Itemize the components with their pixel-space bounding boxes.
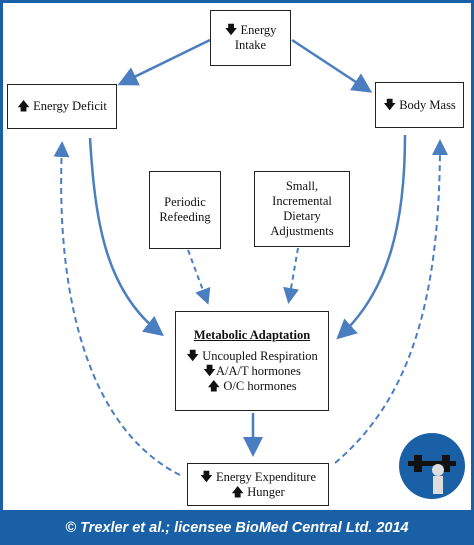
up-arrow-icon: 🡅	[231, 484, 245, 499]
copyright-text: © Trexler et al.; licensee BioMed Centra…	[65, 519, 409, 536]
arrow-adjustments-to-metabolic	[283, 247, 299, 304]
arrow-refeeding-to-metabolic	[187, 249, 211, 305]
small-adjustments-line4: Adjustments	[270, 224, 334, 238]
energy-deficit-box: 🡅 Energy Deficit	[7, 84, 117, 129]
periodic-refeeding-box: Periodic Refeeding	[149, 171, 221, 249]
energy-intake-line1: 🡇 Energy	[224, 23, 277, 37]
small-adjustments-line2: Incremental	[272, 194, 332, 208]
energy-expenditure-box: 🡇 Energy Expenditure 🡅 Hunger	[187, 463, 329, 506]
oc-hormones-line: 🡅 O/C hormones	[207, 379, 297, 393]
arrow-bodymass-to-metabolic	[336, 134, 407, 340]
aat-hormones-line: 🡇A/A/T hormones	[203, 364, 301, 378]
down-arrow-icon: 🡇	[203, 364, 216, 378]
arrow-expenditure-to-deficit	[53, 141, 181, 476]
arrow-expenditure-to-bodymass	[334, 139, 448, 464]
periodic-refeeding-line2: Refeeding	[159, 210, 211, 224]
hunger-line: 🡅 Hunger	[231, 484, 285, 499]
copyright-footer: © Trexler et al.; licensee BioMed Centra…	[0, 510, 474, 545]
energy-intake-box: 🡇 Energy Intake	[210, 10, 291, 66]
small-adjustments-line1: Small,	[285, 179, 319, 193]
small-adjustments-box: Small, Incremental Dietary Adjustments	[254, 171, 350, 247]
up-arrow-icon: 🡅	[17, 99, 31, 113]
down-arrow-icon: 🡇	[199, 469, 213, 484]
energy-expenditure-line: 🡇 Energy Expenditure	[199, 469, 317, 484]
metabolic-adaptation-box: Metabolic Adaptation 🡇 Uncoupled Respira…	[175, 311, 329, 411]
up-arrow-icon: 🡅	[207, 379, 221, 393]
periodic-refeeding-line1: Periodic	[164, 195, 206, 209]
down-arrow-icon: 🡇	[186, 349, 200, 363]
energy-intake-line2: Intake	[234, 38, 267, 52]
arrow-intake-to-deficit	[117, 38, 211, 86]
publisher-logo	[399, 433, 465, 499]
metabolic-adaptation-title: Metabolic Adaptation	[193, 328, 311, 342]
body-mass-box: 🡇 Body Mass	[375, 82, 464, 128]
down-arrow-icon: 🡇	[383, 97, 397, 112]
down-arrow-icon: 🡇	[224, 23, 238, 37]
energy-deficit-line: 🡅 Energy Deficit	[17, 99, 107, 113]
arrow-deficit-to-metabolic	[88, 137, 164, 337]
arrow-intake-to-bodymass	[291, 38, 373, 93]
body-mass-line: 🡇 Body Mass	[383, 97, 456, 112]
small-adjustments-line3: Dietary	[283, 209, 321, 223]
uncoupled-respiration-line: 🡇 Uncoupled Respiration	[186, 349, 318, 363]
